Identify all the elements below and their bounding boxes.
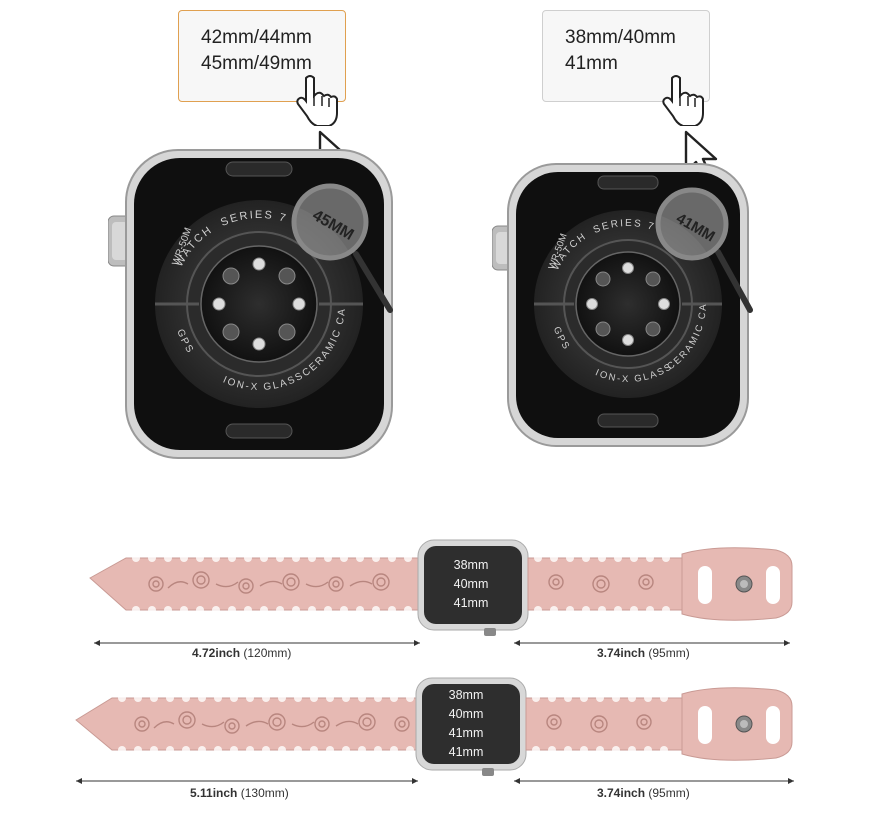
size-option-small-line-1: 38mm/40mm — [565, 27, 676, 48]
band-short-version — [89, 539, 793, 636]
band-1-short-strap-length: 3.74inch (95mm) — [597, 646, 690, 660]
size-option-large[interactable]: 42mm/44mm 45mm/49mm — [178, 10, 346, 102]
band-1-face-sizes: 38mm 40mm 41mm — [436, 556, 506, 613]
band-1-long-inch: 4.72inch — [192, 646, 241, 660]
band-2-face-sizes: 38mm 40mm 41mm 41mm — [431, 686, 501, 762]
band-1-size-2: 40mm — [453, 577, 489, 591]
band-2-short-mm: (95mm) — [648, 786, 690, 800]
band-1-short-mm: (95mm) — [648, 646, 690, 660]
band-2-short-inch: 3.74inch — [597, 786, 646, 800]
band-2-size-2: 40mm — [448, 707, 484, 721]
hand-pointer-icon — [662, 75, 704, 126]
band-2-size-1: 38mm — [448, 688, 484, 702]
watch-back-large: WATCH SERIES 7 ION-X GLASS CERAMIC CASE … — [108, 146, 393, 459]
hand-pointer-icon — [296, 75, 338, 126]
band-1-size-1: 38mm — [453, 558, 489, 572]
band-2-long-mm: (130mm) — [240, 786, 289, 800]
size-option-small-line-2: 41mm — [565, 53, 618, 74]
band-2-size-3: 41mm — [448, 726, 484, 740]
band-1-long-strap-length: 4.72inch (120mm) — [192, 646, 291, 660]
watch-back-small: WATCH SERIES 7 ION-X GLASS CERAMIC CASE … — [492, 160, 753, 447]
band-2-short-strap-length: 3.74inch (95mm) — [597, 786, 690, 800]
band-1-short-inch: 3.74inch — [597, 646, 646, 660]
size-option-small[interactable]: 38mm/40mm 41mm — [542, 10, 710, 102]
band-2-long-inch: 5.11inch — [190, 786, 238, 800]
size-option-large-line-1: 42mm/44mm — [201, 27, 312, 48]
size-option-large-line-2: 45mm/49mm — [201, 53, 312, 74]
band-1-size-3: 41mm — [453, 596, 489, 610]
band-1-dimension-lines — [94, 640, 790, 646]
band-1-long-mm: (120mm) — [243, 646, 292, 660]
band-2-size-4: 41mm — [448, 745, 484, 759]
band-2-dimension-lines — [76, 778, 794, 784]
band-2-long-strap-length: 5.11inch (130mm) — [190, 786, 289, 800]
band-long-version — [75, 677, 793, 776]
